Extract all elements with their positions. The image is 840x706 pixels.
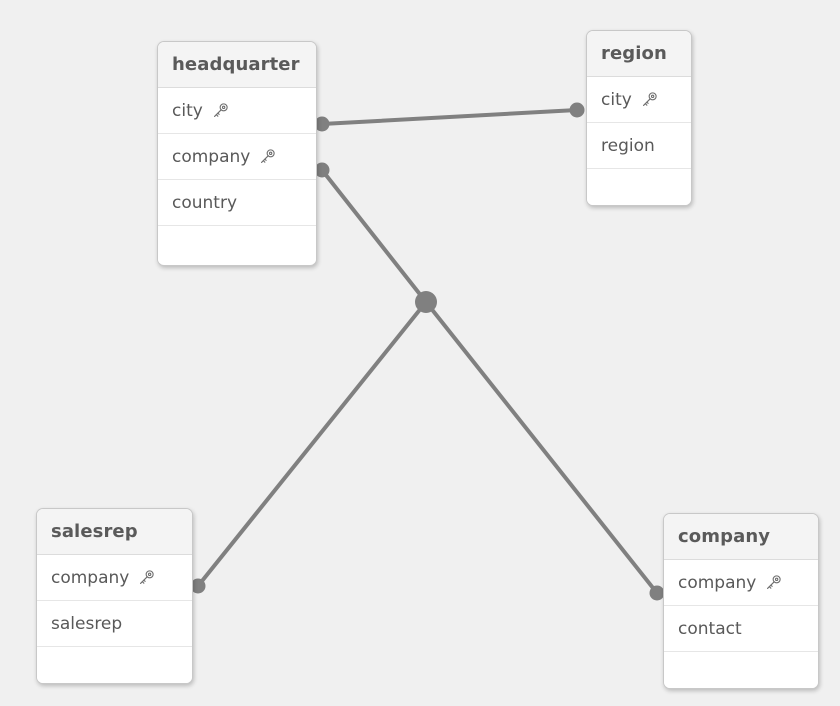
- field-name: city: [601, 89, 632, 110]
- field-row-empty[interactable]: [587, 169, 691, 205]
- field-row[interactable]: country: [158, 180, 316, 226]
- table-header-company[interactable]: company: [664, 514, 818, 560]
- field-name: city: [172, 100, 203, 121]
- field-row[interactable]: company: [158, 134, 316, 180]
- field-row[interactable]: contact: [664, 606, 818, 652]
- key-icon: [138, 569, 155, 586]
- table-title: salesrep: [51, 521, 138, 542]
- field-row-empty[interactable]: [37, 647, 192, 683]
- field-name: company: [172, 146, 251, 167]
- link-headquarter-company-junction[interactable]: [320, 168, 428, 304]
- field-row[interactable]: company: [37, 555, 192, 601]
- table-card-company[interactable]: company company contact: [663, 513, 819, 689]
- field-row[interactable]: city: [158, 88, 316, 134]
- field-name: country: [172, 192, 238, 213]
- table-header-region[interactable]: region: [587, 31, 691, 77]
- field-row[interactable]: salesrep: [37, 601, 192, 647]
- field-name: contact: [678, 618, 742, 639]
- link-salesrep-company-junction[interactable]: [196, 300, 428, 588]
- key-icon: [641, 91, 658, 108]
- table-header-salesrep[interactable]: salesrep: [37, 509, 192, 555]
- link-headquarter-city-region-city[interactable]: [320, 108, 579, 126]
- table-card-region[interactable]: region city region: [586, 30, 692, 206]
- table-title: region: [601, 43, 667, 64]
- field-name: salesrep: [51, 613, 123, 634]
- field-row[interactable]: company: [664, 560, 818, 606]
- table-title: headquarter: [172, 54, 300, 75]
- field-row[interactable]: region: [587, 123, 691, 169]
- table-title: company: [678, 526, 771, 547]
- table-card-salesrep[interactable]: salesrep company salesrep: [36, 508, 193, 684]
- field-row-empty[interactable]: [664, 652, 818, 688]
- key-icon: [765, 574, 782, 591]
- key-icon: [259, 148, 276, 165]
- field-name: company: [51, 567, 130, 588]
- key-icon: [212, 102, 229, 119]
- field-name: company: [678, 572, 757, 593]
- field-name: region: [601, 135, 655, 156]
- field-row-empty[interactable]: [158, 226, 316, 263]
- table-header-headquarter[interactable]: headquarter: [158, 42, 316, 88]
- link-junction-company-company[interactable]: [424, 300, 659, 595]
- field-row[interactable]: city: [587, 77, 691, 123]
- table-card-headquarter[interactable]: headquarter city company: [157, 41, 317, 266]
